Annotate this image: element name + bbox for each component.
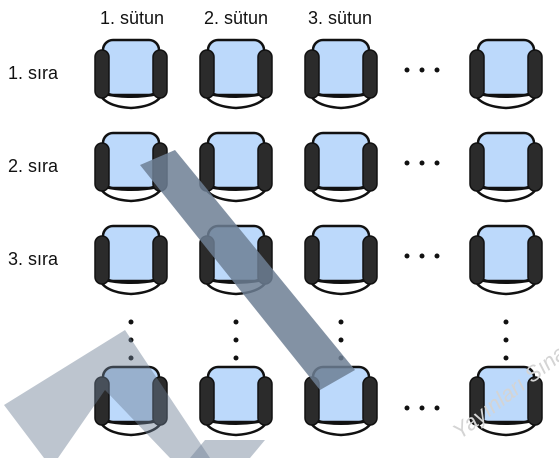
chair-rn-c2 xyxy=(198,365,274,437)
watermark-stripe-bottom xyxy=(190,440,265,458)
chair-r2-cn xyxy=(468,131,544,203)
chair-r1-cn xyxy=(468,38,544,110)
chair-r3-c1 xyxy=(93,224,169,296)
row-label-2: 2. sıra xyxy=(8,156,59,176)
chair-r1-c3 xyxy=(303,38,379,110)
vertical-ellipsis-coln xyxy=(503,319,509,361)
chair-r3-c3 xyxy=(303,224,379,296)
chair-r2-c2 xyxy=(198,131,274,203)
chair-r1-c1 xyxy=(93,38,169,110)
horizontal-ellipsis-rown xyxy=(404,405,440,411)
column-header-3: 3. sütun xyxy=(308,8,372,28)
chair-r3-cn xyxy=(468,224,544,296)
watermark-stripe-left xyxy=(4,330,210,458)
chair-r1-c2 xyxy=(198,38,274,110)
column-header-1: 1. sütun xyxy=(100,8,164,28)
chair-r2-c3 xyxy=(303,131,379,203)
column-header-2: 2. sütun xyxy=(204,8,268,28)
horizontal-ellipsis-row3 xyxy=(404,253,440,259)
row-label-1: 1. sıra xyxy=(8,63,59,83)
watermark-stripe-diagonal xyxy=(140,150,355,390)
row-label-3: 3. sıra xyxy=(8,249,59,269)
vertical-ellipsis-col2 xyxy=(233,319,239,361)
horizontal-ellipsis-row2 xyxy=(404,160,440,166)
vertical-ellipsis-col1 xyxy=(128,319,134,361)
horizontal-ellipsis-row1 xyxy=(404,67,440,73)
